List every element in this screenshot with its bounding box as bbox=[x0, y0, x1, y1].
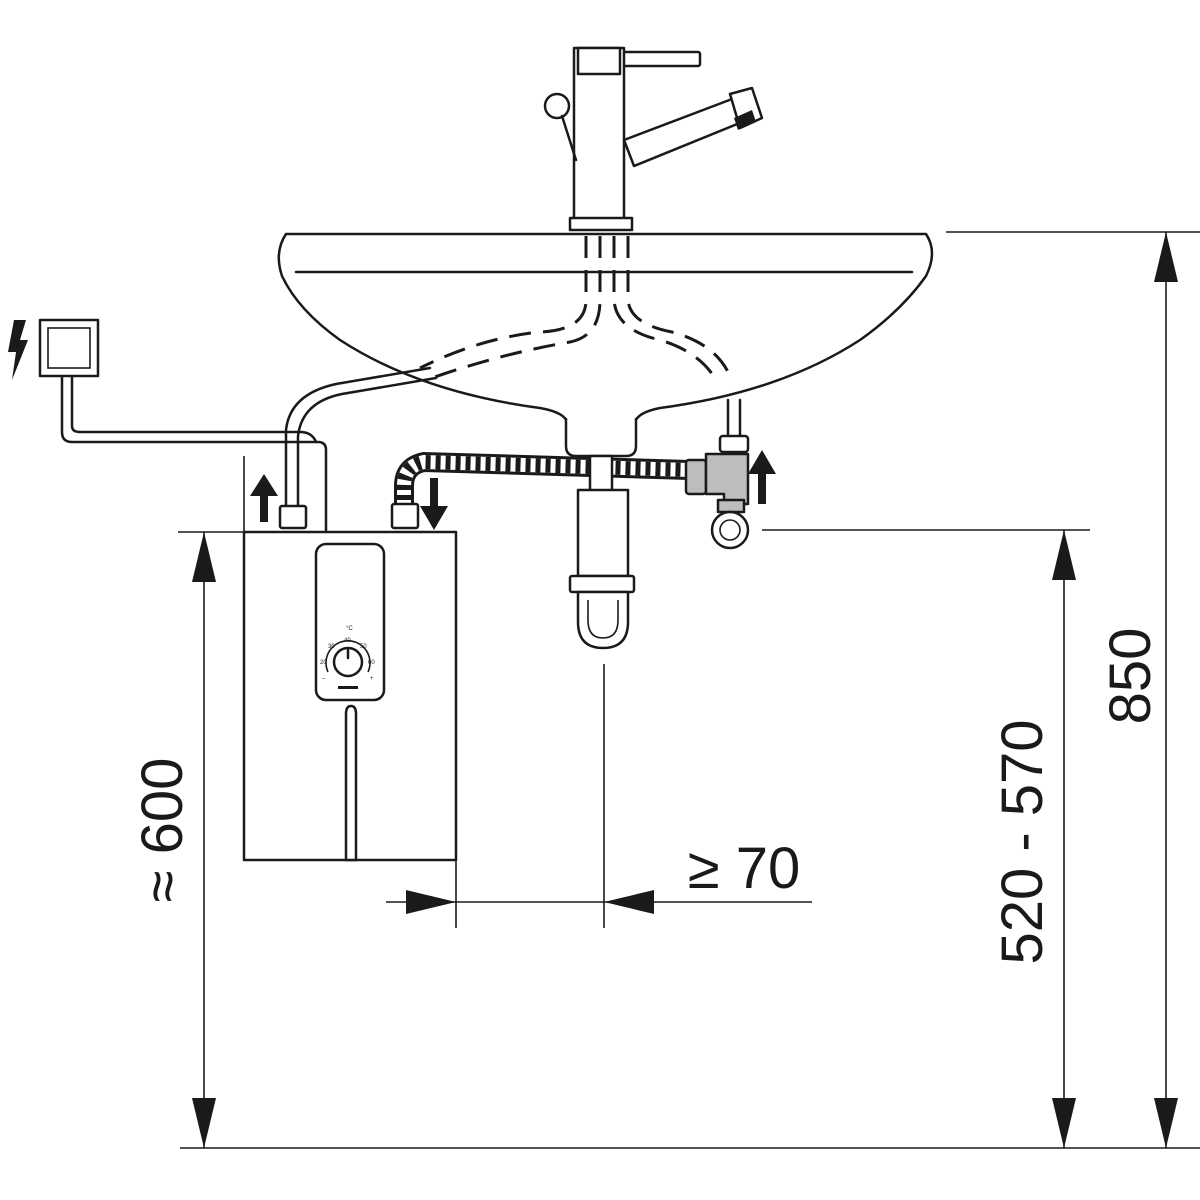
wash-basin bbox=[277, 232, 934, 458]
dimension-520-570: 520 - 570 bbox=[990, 719, 1055, 964]
dial-tick-50: 50 bbox=[360, 644, 367, 650]
dimension-600: ≈ 600 bbox=[130, 758, 195, 903]
braided-hose bbox=[390, 451, 700, 530]
electrical-box bbox=[38, 318, 328, 532]
dimension-70: ≥ 70 bbox=[688, 836, 800, 901]
flow-up-arrow-icon bbox=[250, 474, 278, 522]
angle-valve bbox=[684, 398, 750, 550]
dial-minus: – bbox=[322, 676, 326, 682]
lightning-icon bbox=[8, 320, 28, 380]
dimension-850: 850 bbox=[1098, 628, 1163, 725]
dial-plus: + bbox=[370, 676, 374, 682]
siphon-trap bbox=[568, 454, 636, 650]
dimension-lines bbox=[178, 231, 1200, 1149]
flow-down-arrow-icon bbox=[420, 478, 448, 530]
dial-tick-20: 20 bbox=[320, 660, 327, 666]
faucet bbox=[543, 46, 764, 232]
dial-unit: °C bbox=[346, 626, 353, 632]
hot-water-pipe bbox=[278, 366, 438, 530]
dial-tick-30: 30 bbox=[328, 644, 335, 650]
water-heater bbox=[242, 530, 458, 862]
flow-up-arrow-icon bbox=[748, 450, 776, 504]
dial-tick-60: 60 bbox=[368, 660, 375, 666]
dial-tick-40: 40 bbox=[344, 638, 351, 644]
